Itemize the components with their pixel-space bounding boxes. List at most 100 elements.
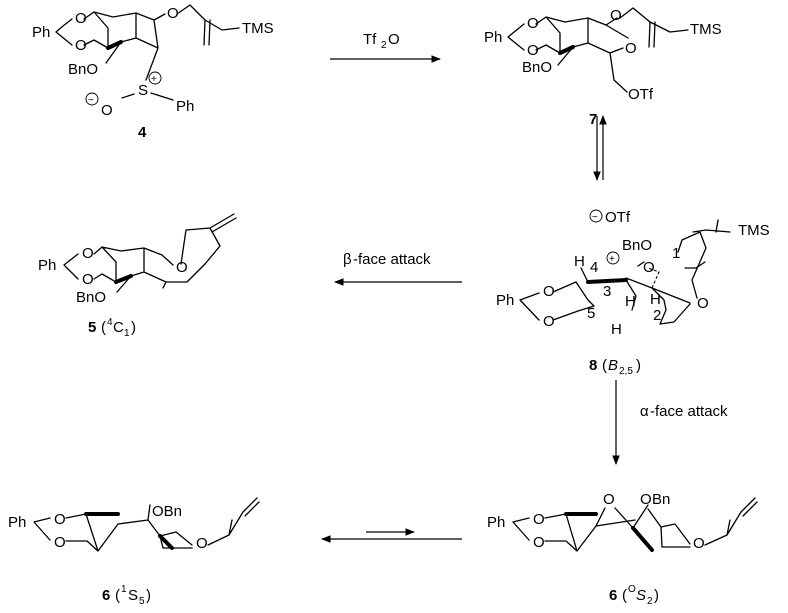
oxygen-label: O	[75, 10, 87, 27]
negative-charge-icon	[589, 209, 603, 223]
benzyloxy-label: BnO	[68, 61, 98, 78]
compound-5-label: 5 ( 4 C 1 )	[88, 317, 136, 339]
svg-text:S: S	[128, 587, 138, 604]
charge-sign: +	[609, 254, 615, 265]
compound-8-label: 8 ( B 2,5 )	[589, 357, 641, 377]
hydrogen-label: H	[574, 253, 585, 270]
svg-text:B: B	[608, 357, 618, 374]
compound-8-structure: − OTf BnO TMS Ph O O O O H H H H 4 3 2 5…	[496, 209, 770, 338]
oxygen-label: O	[625, 40, 637, 57]
svg-text:(: (	[101, 319, 106, 336]
benzyl-label: Bn	[652, 491, 670, 508]
charge-sign: −	[592, 212, 598, 223]
sulfur-label: S	[138, 82, 148, 99]
benzyloxy-label: BnO	[522, 59, 552, 76]
oxygen-label: O	[603, 491, 615, 508]
benzyloxy-label: BnO	[76, 289, 106, 306]
phenyl-label: Ph	[487, 514, 505, 531]
phenyl-label: Ph	[38, 257, 56, 274]
reagent-tf2o-label: Tf 2 O	[363, 31, 400, 51]
oxygen-label: O	[697, 295, 709, 312]
svg-text:): )	[146, 587, 151, 604]
svg-text:Tf: Tf	[363, 31, 377, 48]
compound-5-structure: Ph O O O BnO	[38, 213, 237, 306]
benzyloxy-label: OBn	[152, 503, 182, 520]
compound-number: 4	[138, 124, 147, 141]
benzyloxy-label: BnO	[622, 237, 652, 254]
triflate-counterion-label: OTf	[605, 209, 631, 226]
svg-text:5: 5	[139, 596, 145, 607]
svg-text:O: O	[628, 584, 636, 595]
oxygen-label: O	[693, 535, 705, 552]
svg-text:β: β	[343, 251, 352, 268]
positive-charge-icon	[606, 251, 620, 265]
oxygen-label: O	[176, 259, 188, 276]
svg-text:α: α	[640, 403, 649, 420]
svg-text:8: 8	[589, 357, 597, 374]
hydrogen-label: H	[650, 291, 661, 308]
ring-locant: 2	[653, 307, 661, 324]
oxygen-label: O	[167, 5, 179, 22]
ring-locant: 5	[587, 305, 595, 322]
svg-text:C: C	[113, 319, 124, 336]
beta-face-attack-label: β -face attack	[343, 251, 431, 268]
phenyl-label: Ph	[8, 514, 26, 531]
svg-text:-face attack: -face attack	[353, 251, 431, 268]
oxygen-label: O	[533, 511, 545, 528]
oxygen-label: O	[533, 534, 545, 551]
phenyl-label: Ph	[484, 29, 502, 46]
svg-text:2,5: 2,5	[619, 366, 633, 377]
compound-7-structure: Ph O O O O BnO TMS OTf	[484, 7, 722, 103]
svg-text:(: (	[115, 587, 120, 604]
oxygen-label: O	[610, 7, 622, 24]
svg-text:1: 1	[121, 584, 127, 595]
compound-6-os2-label: 6 ( O S 2 )	[609, 584, 659, 607]
sulfoxide-oxygen-label: O	[101, 102, 113, 119]
oxygen-label: O	[196, 535, 208, 552]
tms-label: TMS	[738, 222, 770, 239]
phenyl-label: Ph	[496, 292, 514, 309]
phenyl-label: Ph	[32, 24, 50, 41]
equilibrium-arrow-vertical	[593, 115, 607, 181]
oxygen-label: O	[82, 245, 94, 262]
charge-sign: +	[151, 74, 157, 85]
ring-locant: 4	[590, 259, 598, 276]
compound-6-os2-structure: Ph O O O O Bn O	[487, 491, 758, 552]
svg-text:O: O	[388, 31, 400, 48]
charge-sign: −	[88, 95, 94, 106]
oxygen-label: O	[527, 42, 539, 59]
svg-text:(: (	[622, 587, 627, 604]
svg-text:): )	[636, 357, 641, 374]
svg-text:6: 6	[102, 587, 110, 604]
hydrogen-label: H	[625, 293, 636, 310]
svg-text:2: 2	[381, 40, 387, 51]
alpha-face-attack-label: α -face attack	[640, 403, 728, 420]
oxygen-label: O	[54, 511, 66, 528]
svg-text:-face attack: -face attack	[650, 403, 728, 420]
hydrogen-label: H	[611, 321, 622, 338]
compound-6-1s5-structure: Ph O O OBn O	[8, 497, 260, 552]
ring-locant: 3	[603, 283, 611, 300]
oxygen-label: O	[527, 15, 539, 32]
svg-text:4: 4	[107, 317, 113, 328]
phenyl-label: Ph	[176, 98, 194, 115]
svg-text:(: (	[602, 357, 607, 374]
svg-text:5: 5	[88, 319, 96, 336]
oxygen-label: O	[82, 271, 94, 288]
svg-text:1: 1	[124, 328, 130, 339]
oxygen-label: O	[75, 37, 87, 54]
ring-locant: 1	[672, 245, 680, 262]
svg-text:2: 2	[647, 596, 653, 607]
svg-text:): )	[654, 587, 659, 604]
oxygen-label: O	[543, 313, 555, 330]
compound-4-structure: Ph O O O BnO TMS S Ph O + −	[32, 4, 274, 119]
negative-charge-icon	[85, 92, 99, 106]
svg-text:): )	[131, 319, 136, 336]
positive-charge-icon	[148, 71, 162, 85]
triflate-label: OTf	[628, 86, 654, 103]
oxocarbenium-oxygen-label: O	[643, 259, 655, 276]
svg-text:6: 6	[609, 587, 617, 604]
oxygen-label: O	[54, 534, 66, 551]
compound-number: 7	[589, 111, 597, 128]
